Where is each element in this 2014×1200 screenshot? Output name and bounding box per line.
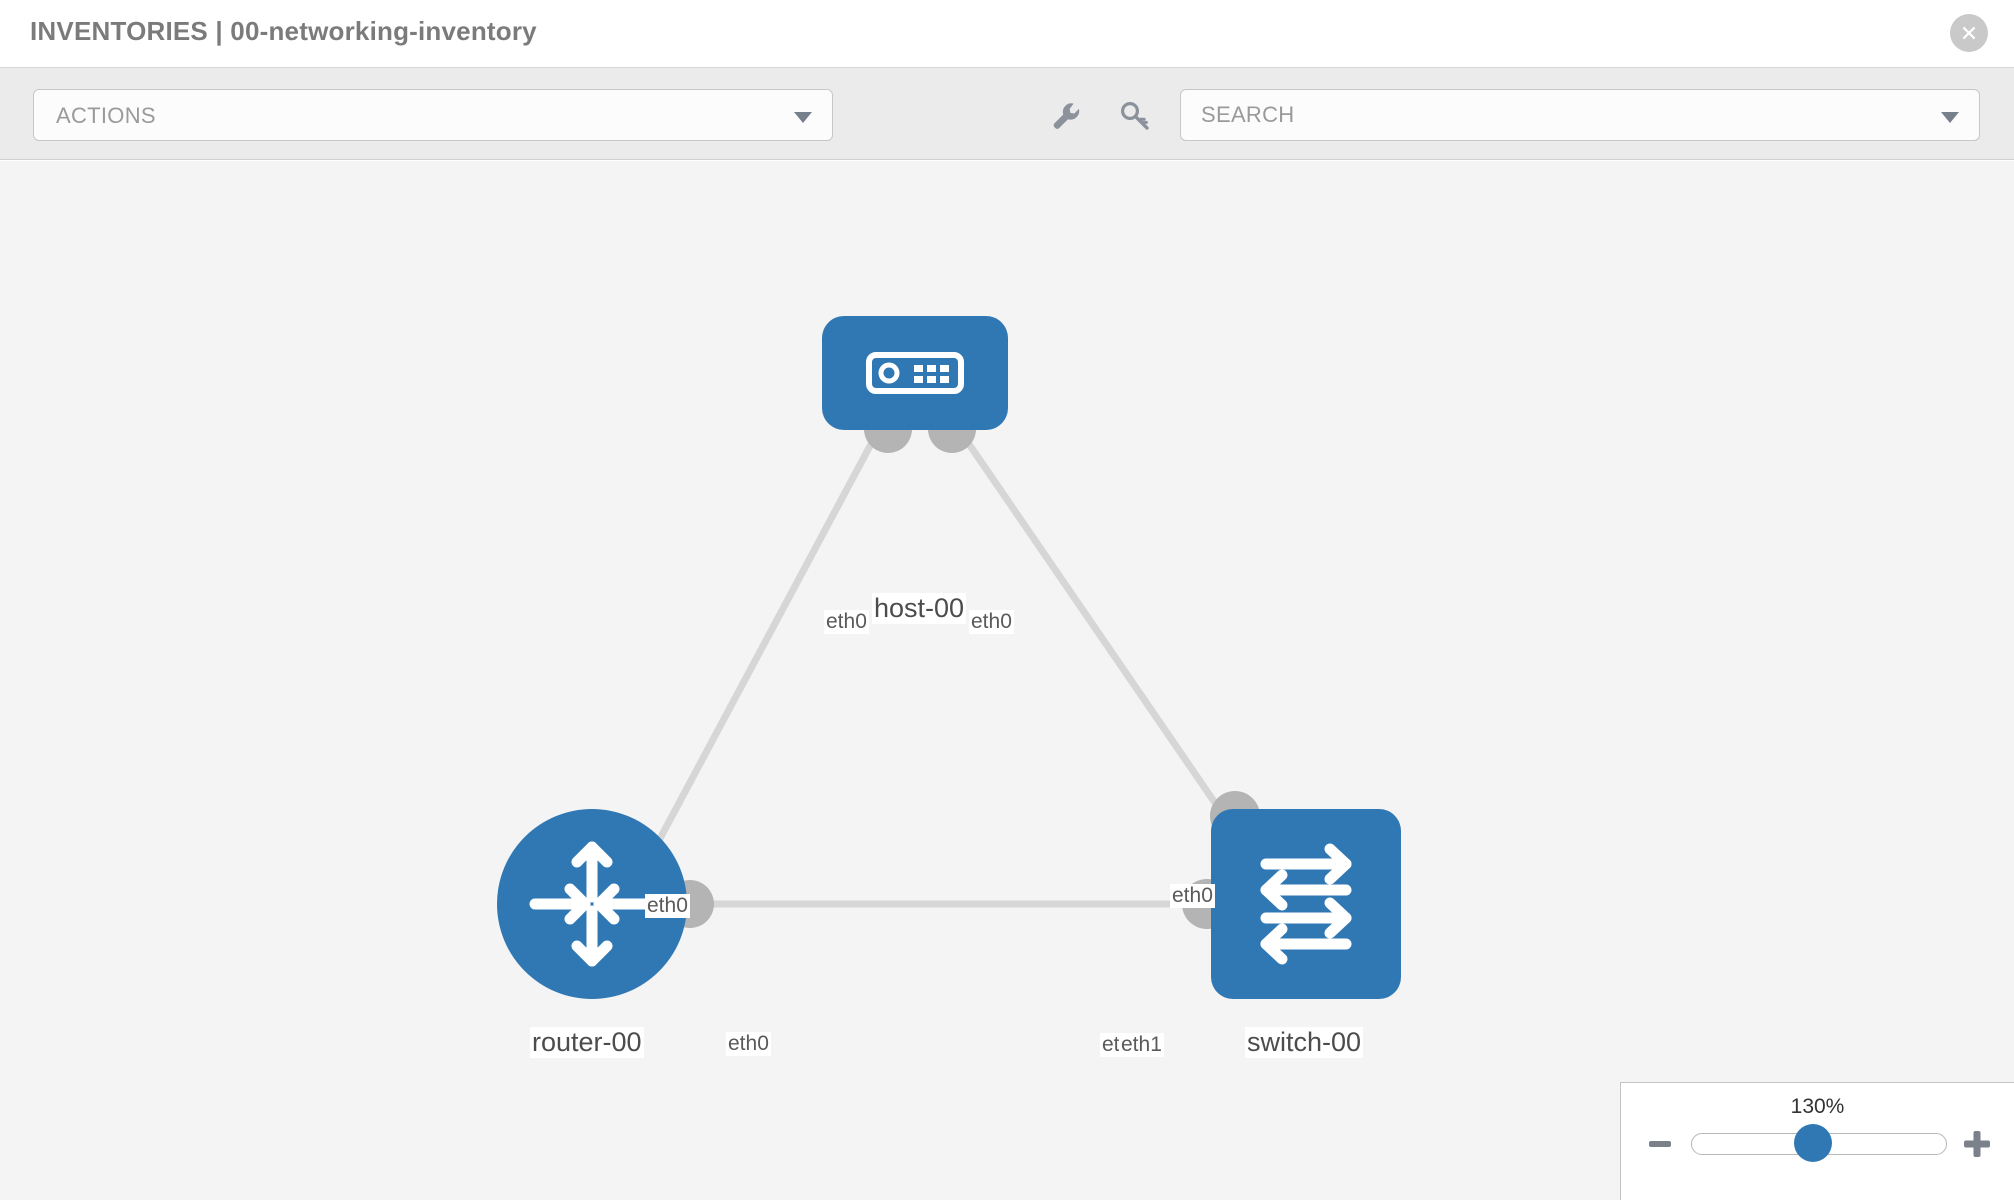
chevron-down-icon[interactable] — [1941, 112, 1959, 123]
topology-graph — [644, 405, 1260, 929]
key-icon[interactable] — [1113, 94, 1157, 138]
actions-dropdown[interactable]: ACTIONS — [33, 89, 833, 141]
node-switch-00[interactable] — [1211, 809, 1401, 999]
actions-dropdown-label: ACTIONS — [56, 103, 156, 128]
topology-canvas[interactable]: host-00 router-00 switch-00 eth0 eth0 et… — [0, 161, 2014, 1200]
chevron-down-icon — [794, 112, 812, 123]
key-glyph — [1120, 101, 1149, 130]
server-device-icon — [866, 352, 964, 394]
wrench-icon[interactable] — [1044, 94, 1088, 138]
page-title: INVENTORIES | 00-networking-inventory — [30, 16, 537, 46]
zoom-control-panel: 130% — [1620, 1082, 2014, 1200]
search-placeholder: SEARCH — [1201, 102, 1295, 127]
page-header: INVENTORIES | 00-networking-inventory — [0, 0, 2014, 68]
wrench-glyph — [1053, 103, 1080, 129]
search-input[interactable]: SEARCH — [1180, 89, 1980, 141]
minus-icon[interactable] — [1643, 1127, 1677, 1161]
toolbar: ACTIONS SEARCH — [0, 68, 2014, 160]
close-icon[interactable] — [1950, 14, 1988, 52]
minus-glyph — [1649, 1141, 1671, 1147]
graph-links — [644, 429, 1251, 908]
switch-arrows-icon — [1260, 843, 1352, 965]
close-glyph — [1962, 26, 1976, 40]
zoom-slider-thumb[interactable] — [1794, 1124, 1832, 1162]
router-arrows-icon — [529, 841, 655, 967]
link-host-router[interactable] — [644, 429, 882, 863]
node-router-00[interactable] — [497, 809, 687, 999]
plus-icon[interactable] — [1960, 1127, 1994, 1161]
plus-glyph — [1964, 1131, 1990, 1157]
node-host-00[interactable] — [822, 316, 1008, 430]
zoom-level-readout: 130% — [1790, 1095, 1845, 1118]
link-host-switch[interactable] — [957, 429, 1251, 853]
